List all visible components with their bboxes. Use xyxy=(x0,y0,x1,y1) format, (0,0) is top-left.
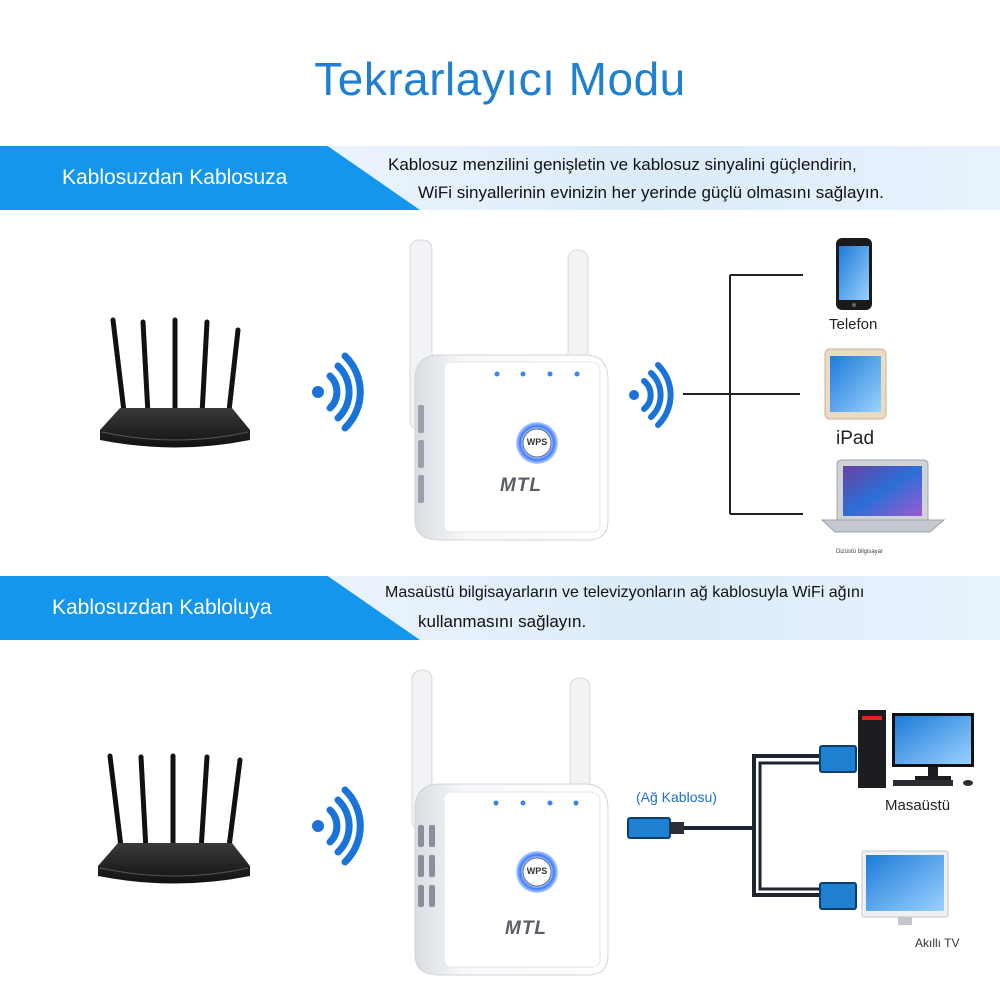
wps-button-label: WPS xyxy=(526,437,548,447)
rj45-connector-icon xyxy=(819,745,857,773)
wifi-signal-icon xyxy=(312,352,364,432)
repeater-brand-logo: MTL xyxy=(505,918,548,939)
tv-icon xyxy=(861,850,949,925)
repeater-brand-logo: MTL xyxy=(500,475,543,496)
rj45-connector-icon xyxy=(627,817,684,839)
section-1-text-line-2: WiFi sinyallerinin evinizin her yerinde … xyxy=(418,183,884,202)
router-1 xyxy=(100,317,250,448)
section-2-text-line-1: Masaüstü bilgisayarların ve televizyonla… xyxy=(385,584,865,601)
device-label-phone: Telefon xyxy=(829,316,878,333)
section-2-text-line-2: kullanmasını sağlayın. xyxy=(418,612,587,631)
ethernet-cable xyxy=(683,754,820,897)
device-label-tv: Akıllı TV xyxy=(915,936,960,950)
laptop-icon xyxy=(820,459,946,533)
desktop-icon xyxy=(858,710,974,788)
section-1-text-line-1: Kablosuz menzilini genişletin ve kablosu… xyxy=(388,155,857,174)
wps-button-label: WPS xyxy=(526,866,548,876)
wifi-signal-icon xyxy=(312,786,364,866)
tablet-icon xyxy=(824,348,887,420)
rj45-connector-icon xyxy=(819,882,857,910)
section-2-tag: Kablosuzdan Kabloluya xyxy=(0,576,420,640)
cable-label: (Ağ Kablosu) xyxy=(636,789,717,805)
router-2 xyxy=(98,753,250,884)
connection-lines xyxy=(683,274,803,515)
device-label-desktop: Masaüstü xyxy=(885,797,951,814)
device-label-tablet: iPad xyxy=(836,428,875,449)
repeater-2 xyxy=(411,669,609,976)
device-label-laptop: Dizüstü bilgisayar xyxy=(836,549,884,555)
phone-icon xyxy=(836,238,872,310)
repeater-1 xyxy=(409,239,609,541)
page-title: Tekrarlayıcı Modu xyxy=(314,53,686,105)
wifi-signal-icon xyxy=(629,362,674,428)
